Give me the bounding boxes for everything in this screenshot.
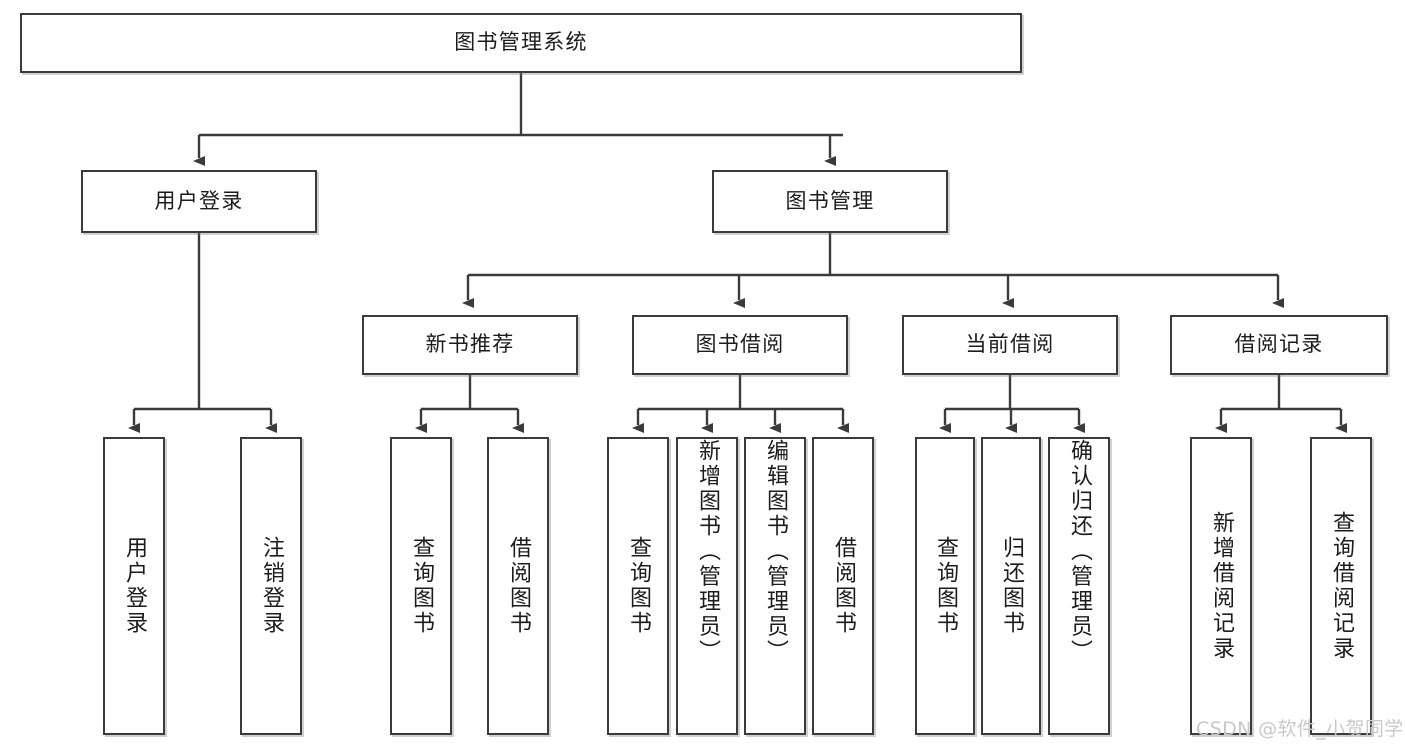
leaf-borrow-book-newbook[interactable]: 借阅图书 [487,437,549,735]
leaf-query-book-newbook[interactable]: 查询图书 [390,437,452,735]
leaf-lend-book-label: 借阅图书 [831,535,856,637]
leaf-confirm-return-admin-label: 确认归还（管理员） [1067,439,1092,665]
leaf-logout-label: 注销登录 [259,535,284,637]
node-current-borrow[interactable]: 当前借阅 [902,315,1118,375]
node-borrow-record[interactable]: 借阅记录 [1170,315,1388,375]
leaf-query-book-newbook-label: 查询图书 [409,535,434,637]
edge-group-book-mgmt [462,233,1284,308]
node-user-login-label: 用户登录 [154,188,244,213]
leaf-query-book-current[interactable]: 查询图书 [915,437,975,735]
csdn-watermark: CSDN @软件_小贺同学 [1196,718,1404,740]
leaf-query-borrow-record[interactable]: 查询借阅记录 [1310,437,1372,735]
leaf-query-book-current-label: 查询图书 [933,535,958,637]
node-book-borrow-label: 图书借阅 [695,332,785,357]
edge-group-borrow [632,375,849,433]
leaf-query-borrow-record-label: 查询借阅记录 [1329,510,1354,662]
edge-group-user-login [128,233,277,433]
edge-group-record [1215,375,1347,433]
node-new-book-recommend[interactable]: 新书推荐 [362,315,578,375]
leaf-user-login[interactable]: 用户登录 [103,437,165,735]
node-new-book-recommend-label: 新书推荐 [425,332,515,357]
node-book-management-label: 图书管理 [785,188,875,213]
leaf-edit-book-admin[interactable]: 编辑图书（管理员） [744,437,806,735]
leaf-add-borrow-record[interactable]: 新增借阅记录 [1190,437,1252,735]
leaf-add-book-admin-label: 新增图书（管理员） [695,439,720,665]
node-book-management[interactable]: 图书管理 [712,170,948,233]
edge-group-current [939,375,1085,433]
leaf-return-book[interactable]: 归还图书 [981,437,1041,735]
node-current-borrow-label: 当前借阅 [965,332,1055,357]
node-borrow-record-label: 借阅记录 [1234,332,1324,357]
leaf-add-book-admin[interactable]: 新增图书（管理员） [676,437,738,735]
leaf-return-book-label: 归还图书 [999,535,1024,637]
leaf-borrow-book-newbook-label: 借阅图书 [506,535,531,637]
node-root[interactable]: 图书管理系统 [20,13,1022,73]
edge-group-root [193,73,843,166]
leaf-confirm-return-admin[interactable]: 确认归还（管理员） [1048,437,1110,735]
leaf-add-borrow-record-label: 新增借阅记录 [1209,510,1234,662]
leaf-edit-book-admin-label: 编辑图书（管理员） [763,439,788,665]
leaf-user-login-label: 用户登录 [122,535,147,637]
edge-group-newbook [415,375,524,433]
node-user-login[interactable]: 用户登录 [81,170,317,233]
leaf-logout[interactable]: 注销登录 [240,437,302,735]
node-book-borrow[interactable]: 图书借阅 [632,315,848,375]
node-root-label: 图书管理系统 [454,30,588,55]
leaf-query-book-borrow[interactable]: 查询图书 [607,437,669,735]
leaf-lend-book[interactable]: 借阅图书 [812,437,874,735]
leaf-query-book-borrow-label: 查询图书 [626,535,651,637]
